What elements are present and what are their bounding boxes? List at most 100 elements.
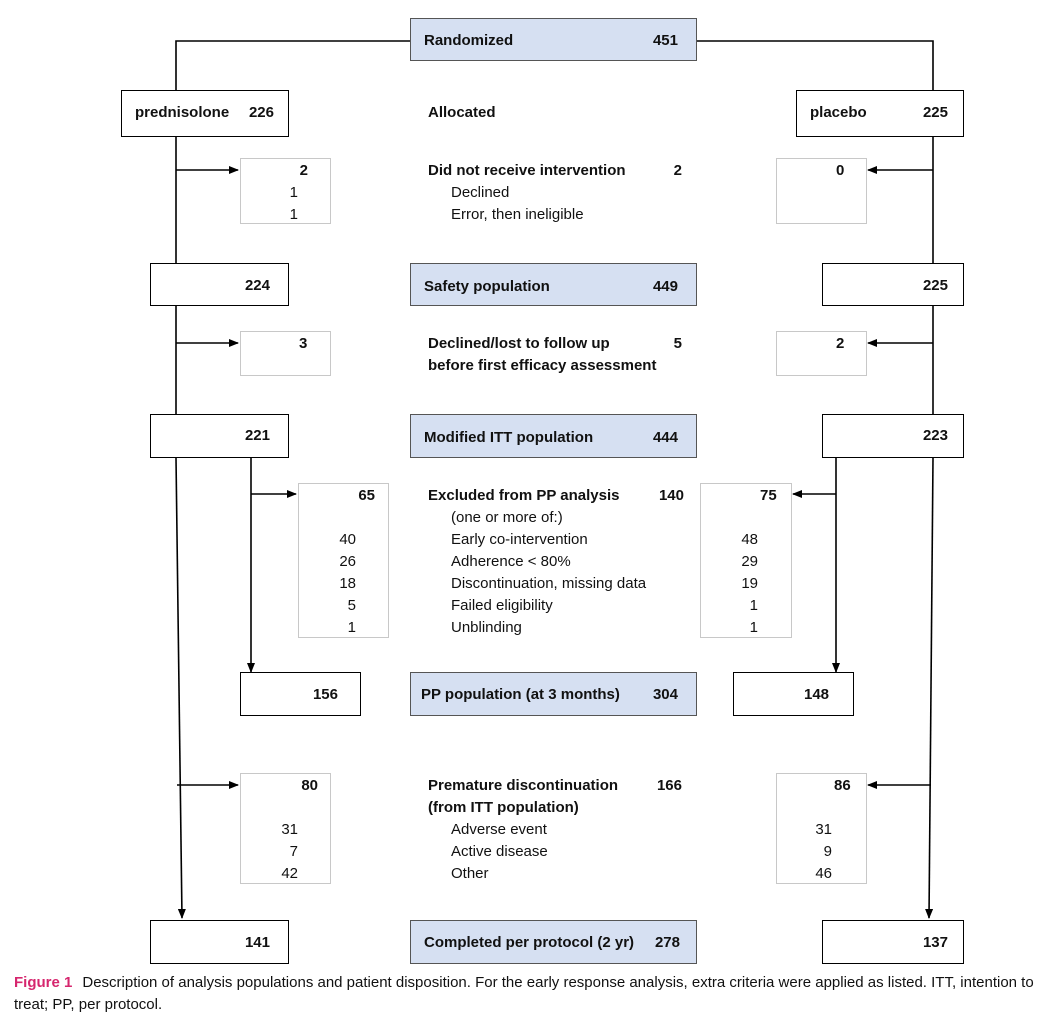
pp-total: 304 [652,686,678,703]
pp-label: PP population (at 3 months) [421,686,620,703]
caption-text: Description of analysis populations and … [14,974,1034,1013]
excluded-right-value: 1 [749,597,758,614]
no-intervention-label: Did not receive intervention [428,162,626,179]
premature-left-value: 31 [281,821,298,838]
lost-right-total: 2 [836,335,845,352]
premature-right-total: 86 [834,777,851,794]
excluded-sublabel: (one or more of:) [451,509,563,526]
arm-left-total: 226 [248,104,274,121]
randomized-label: Randomized [424,32,514,49]
excluded-left-value: 26 [339,553,356,570]
completed-left-total: 141 [244,934,270,951]
excluded-reason: Discontinuation, missing data [451,575,647,592]
lost-label-line1: Declined/lost to follow up [428,335,610,352]
excluded-label: Excluded from PP analysis [428,487,620,504]
safety-label: Safety population [424,278,550,295]
excluded-left-box [298,483,389,638]
premature-label-line1: Premature discontinuation [428,777,619,794]
mitt-total: 444 [652,429,678,446]
arm-right-box [796,90,964,137]
trunk-right-3 [925,457,934,919]
mitt-label: Modified ITT population [424,429,594,446]
completed-right-box [822,920,964,964]
excluded-right-box [700,483,792,638]
excluded-right-value: 29 [741,553,758,570]
no-intervention-left-box [240,158,331,224]
completed-center-box [410,920,697,964]
premature-right-value: 46 [815,865,832,882]
arm-left-name: prednisolone [135,104,230,121]
no-intervention-left-total: 2 [299,162,308,179]
excluded-reason: Adherence < 80% [451,553,571,570]
mitt-right-box [822,414,964,458]
excluded-left-total: 65 [358,487,375,504]
mitt-right-total: 223 [922,427,948,444]
pp-right-total: 148 [804,686,830,703]
no-intervention-total: 2 [673,162,682,179]
premature-total: 166 [656,777,682,794]
connector-randomized-right [697,40,934,90]
allocated-label: Allocated [428,104,496,121]
lost-left-total: 3 [299,335,308,352]
mitt-left-box [150,414,289,458]
excluded-right-value: 1 [749,619,758,636]
safety-left-total: 224 [244,277,270,294]
no-intervention-right-total: 0 [836,162,845,179]
trunk-left-3 [175,457,186,919]
excluded-right-value: 19 [741,575,758,592]
premature-left-total: 80 [301,777,318,794]
excluded-reason: Early co-intervention [451,531,588,548]
arm-right-name: placebo [810,104,867,121]
premature-left-value: 7 [289,843,298,860]
premature-left-value: 42 [281,865,298,882]
safety-left-box [150,263,289,306]
premature-reason: Adverse event [451,821,547,838]
excluded-left-value: 40 [339,531,356,548]
premature-reason: Active disease [451,843,548,860]
mitt-center-box [410,414,697,458]
excluded-total: 140 [658,487,684,504]
premature-reason: Other [451,865,489,882]
lost-right-box [776,331,867,376]
no-intervention-left-value: 1 [289,206,298,223]
safety-center-box [410,263,697,306]
pp-center-box [410,672,697,716]
excluded-left-value: 18 [339,575,356,592]
mitt-left-total: 221 [244,427,270,444]
completed-right-total: 137 [922,934,948,951]
figure-label: Figure 1 [14,974,73,991]
no-intervention-reason: Error, then ineligible [451,206,584,223]
arm-right-total: 225 [922,104,948,121]
safety-right-total: 225 [922,277,948,294]
arm-left-box [121,90,289,137]
completed-left-box [150,920,289,964]
safety-total: 449 [652,278,678,295]
premature-right-box [776,773,867,884]
safety-right-box [822,263,964,306]
lost-total: 5 [673,335,682,352]
no-intervention-left-value: 1 [289,184,298,201]
pp-left-box [240,672,361,716]
excluded-left-value: 1 [347,619,356,636]
excluded-left-value: 5 [347,597,356,614]
randomized-total: 451 [652,32,678,49]
lost-left-box [240,331,331,376]
randomized-box [410,18,697,61]
no-intervention-right-box [776,158,867,224]
excluded-reason: Unblinding [451,619,522,636]
excluded-right-value: 48 [741,531,758,548]
premature-right-value: 31 [815,821,832,838]
pp-left-total: 156 [312,686,338,703]
completed-label: Completed per protocol (2 yr) [424,934,635,951]
pp-right-box [733,672,854,716]
connector-randomized-left [175,40,410,90]
excluded-right-total: 75 [760,487,777,504]
premature-left-box [240,773,331,884]
completed-total: 278 [654,934,680,951]
lost-label-line2: before first efficacy assessment [428,357,657,374]
no-intervention-reason: Declined [451,184,510,201]
premature-right-value: 9 [823,843,832,860]
premature-label-line2: (from ITT population) [428,799,579,816]
